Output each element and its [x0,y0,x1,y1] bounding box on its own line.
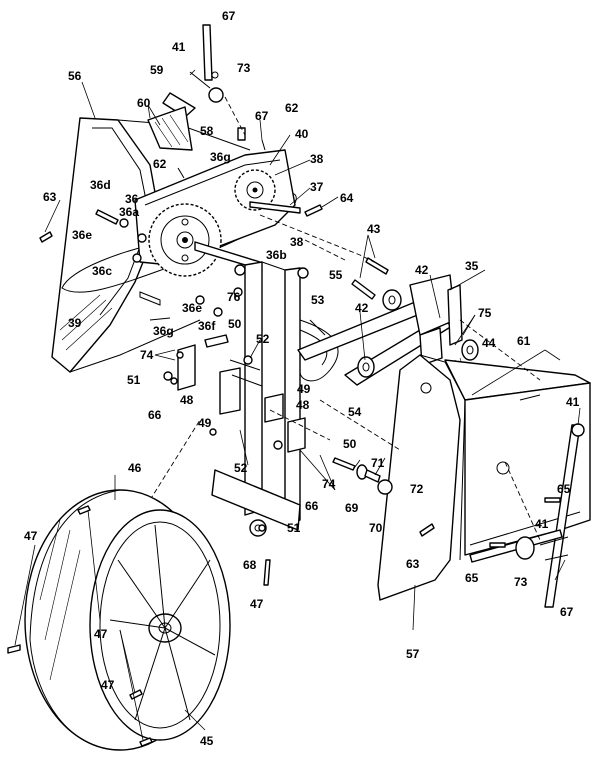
callout-66: 66 [305,499,319,513]
upper-pedal-link [189,24,224,103]
callout-36: 36 [125,192,139,206]
left-fasteners [39,209,171,321]
callout-50: 50 [343,437,357,451]
callout-36a: 36a [119,205,139,219]
callout-65: 65 [465,571,479,585]
callout-63: 63 [406,557,420,571]
callout-52: 52 [256,332,270,346]
callout-70: 70 [369,521,383,535]
callout-36g: 36g [210,150,231,164]
callout-38: 38 [290,235,304,249]
callout-73: 73 [514,575,528,589]
callout-47: 47 [24,529,38,543]
callout-47: 47 [94,627,108,641]
callout-68: 68 [243,558,257,572]
callout-36c: 36c [92,264,112,278]
callout-56: 56 [68,69,82,83]
callout-48: 48 [296,398,310,412]
shield-58 [147,92,196,151]
callout-60: 60 [137,96,151,110]
callout-41: 41 [535,517,549,531]
assembly-lines [149,96,541,541]
callout-41: 41 [566,395,580,409]
callout-39: 39 [68,316,82,330]
callout-36b: 36b [266,248,287,262]
callout-36d: 36d [90,178,111,192]
left-chain-guard-56 [51,117,251,373]
callout-61: 61 [517,334,531,348]
shaft-37 [249,201,301,214]
callout-42: 42 [355,301,369,315]
small-sprocket-38 [234,169,276,211]
callout-76: 76 [227,290,241,304]
callout-74: 74 [140,348,154,362]
large-sprocket-36 [148,203,222,277]
callout-66: 66 [148,408,162,422]
callout-62: 62 [153,157,167,171]
callout-40: 40 [295,127,309,141]
callout-63: 63 [43,190,57,204]
crank-fasteners [195,264,246,317]
callout-57: 57 [406,647,420,661]
axle-assembly-54 [344,274,479,386]
callout-67: 67 [255,109,269,123]
callout-36g: 36g [153,324,174,338]
mount-brackets [163,334,306,453]
callout-49: 49 [297,382,311,396]
callout-46: 46 [128,461,142,475]
callout-49: 49 [198,416,212,430]
callout-67: 67 [560,605,574,619]
callout-73: 73 [237,61,251,75]
bracket-62-67 [177,127,266,179]
callout-52: 52 [234,461,248,475]
callout-47: 47 [250,597,264,611]
callout-55: 55 [329,268,343,282]
callout-74: 74 [322,477,336,491]
callout-69: 69 [345,501,359,515]
callout-62: 62 [285,101,299,115]
callout-47: 47 [101,678,115,692]
callout-36e: 36e [72,228,92,242]
callout-44: 44 [482,336,496,350]
callout-75: 75 [478,306,492,320]
nut-55 [297,267,309,279]
flywheel-screws-47 [7,505,153,747]
callout-41: 41 [172,40,186,54]
bolt-64 [304,204,323,217]
callout-36f: 36f [198,319,216,333]
callout-67: 67 [222,9,236,23]
callout-54: 54 [348,405,362,419]
callout-64: 64 [340,191,354,205]
callout-65: 65 [557,482,571,496]
callout-72: 72 [410,482,424,496]
callout-35: 35 [465,259,479,273]
callout-45: 45 [200,734,214,748]
callout-58: 58 [200,124,214,138]
callout-51: 51 [127,373,141,387]
callout-53: 53 [311,293,325,307]
callout-48: 48 [180,393,194,407]
callout-36e: 36e [182,301,202,315]
callout-43: 43 [367,222,381,236]
callout-labels: 67 41 73 59 56 60 58 67 62 40 62 36g 38 … [24,9,580,748]
right-side-cover-57 [377,354,471,601]
callout-leaders [14,69,581,741]
callout-50: 50 [228,317,242,331]
bolt-43 [351,257,389,300]
callout-42: 42 [415,263,429,277]
callout-59: 59 [150,63,164,77]
callout-51: 51 [287,521,301,535]
flywheel-46 [24,489,231,751]
callout-38: 38 [310,152,324,166]
callout-71: 71 [371,456,385,470]
callout-37: 37 [310,180,324,194]
